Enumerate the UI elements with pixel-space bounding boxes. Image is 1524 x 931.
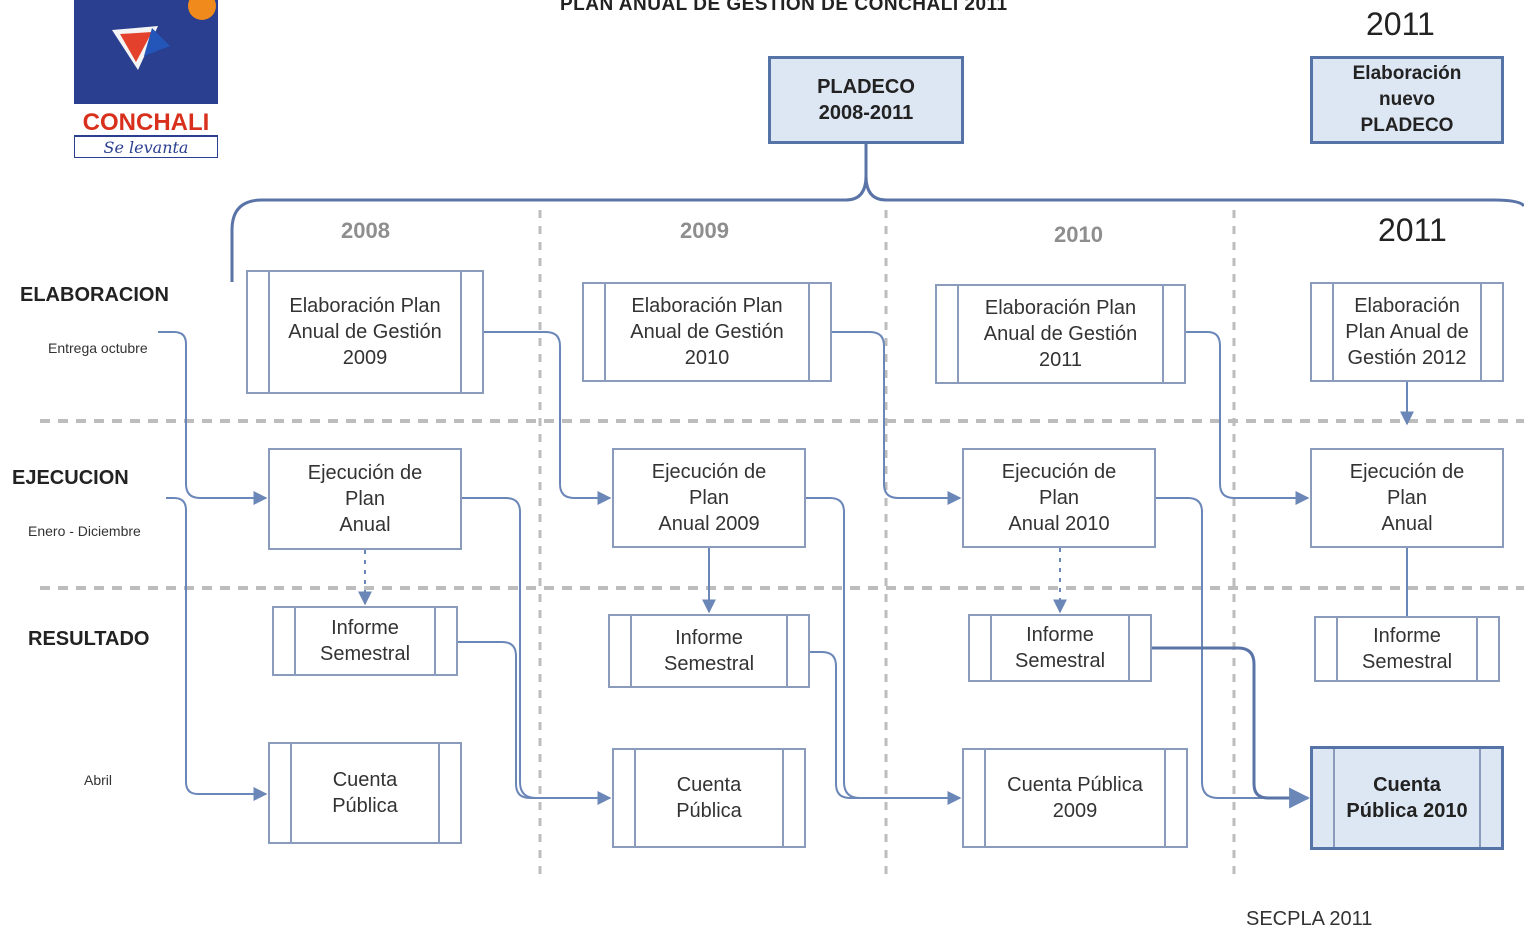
connector-informe3-cuenta2010: [1152, 646, 1311, 809]
connector-elab2010-ejec2010: [832, 331, 962, 505]
pladeco-bracket-left: [230, 144, 868, 282]
connector-informe2-cuenta2009: [810, 651, 960, 799]
row-label-elaboracion: ELABORACION: [20, 284, 169, 306]
row-sub-enero: Enero - Diciembre: [28, 523, 141, 539]
ejec-plan-2009-box: Ejecución de Plan Anual 2009: [612, 448, 806, 548]
pladeco-box: PLADECO 2008-2011: [768, 56, 964, 144]
row-sub-abril: Abril: [84, 772, 113, 788]
year-2011-label: 2011: [1378, 212, 1447, 248]
conchali-logo: CONCHALI Se levanta: [74, 0, 218, 158]
connector-enero-cuenta: [166, 497, 268, 801]
ejec-plan-box-1: Ejecución de Plan Anual: [268, 448, 462, 550]
year-2008-label: 2008: [341, 218, 390, 243]
informe-semestral-box-2: Informe Semestral: [608, 614, 810, 688]
connector-ejec1-cuenta2: [462, 497, 612, 805]
elab-plan-2011-box: Elaboración Plan Anual de Gestión 2011: [935, 284, 1186, 384]
connector-ejec2009-cuenta2009: [806, 497, 962, 805]
elab-plan-2009-box: Elaboración Plan Anual de Gestión 2009: [246, 270, 484, 394]
logo-name: CONCHALI: [83, 109, 210, 136]
row-sub-entrega: Entrega octubre: [48, 340, 148, 356]
cuenta-publica-2009-box: Cuenta Pública 2009: [962, 748, 1188, 848]
informe-semestral-box-4: Informe Semestral: [1314, 616, 1500, 682]
ejec-plan-2010-box: Ejecución de Plan Anual 2010: [962, 448, 1156, 548]
nuevo-pladeco-box: Elaboración nuevo PLADECO: [1310, 56, 1504, 144]
ejec-plan-box-4: Ejecución de Plan Anual: [1310, 448, 1504, 548]
informe-semestral-box-3: Informe Semestral: [968, 614, 1152, 682]
page-title: PLAN ANUAL DE GESTION DE CONCHALI 2011: [560, 0, 1008, 15]
cuenta-publica-box-2: Cuenta Pública: [612, 748, 806, 848]
row-label-ejecucion: EJECUCION: [12, 467, 129, 489]
cuenta-publica-2010-box: Cuenta Pública 2010: [1310, 746, 1504, 850]
elab-plan-2010-box: Elaboración Plan Anual de Gestión 2010: [582, 282, 832, 382]
pladeco-bracket-right: [864, 175, 1524, 208]
year-2010-label: 2010: [1054, 222, 1103, 247]
footer-credit: SECPLA 2011: [1246, 908, 1373, 930]
connector-entrega-ejec: [158, 331, 268, 505]
year-2009-label: 2009: [680, 218, 729, 243]
cuenta-publica-box-1: Cuenta Pública: [268, 742, 462, 844]
connector-informe1-cuenta2: [458, 641, 610, 799]
connector-elab2009-ejec2009: [484, 331, 612, 505]
logo-slogan: Se levanta: [104, 138, 189, 157]
elab-plan-2012-box: Elaboración Plan Anual de Gestión 2012: [1310, 282, 1504, 382]
sun-icon: [188, 0, 216, 20]
year-top-label: 2011: [1366, 6, 1435, 42]
row-label-resultado: RESULTADO: [28, 628, 150, 650]
connector-elab2011-ejec: [1186, 331, 1310, 505]
informe-semestral-box-1: Informe Semestral: [272, 606, 458, 676]
